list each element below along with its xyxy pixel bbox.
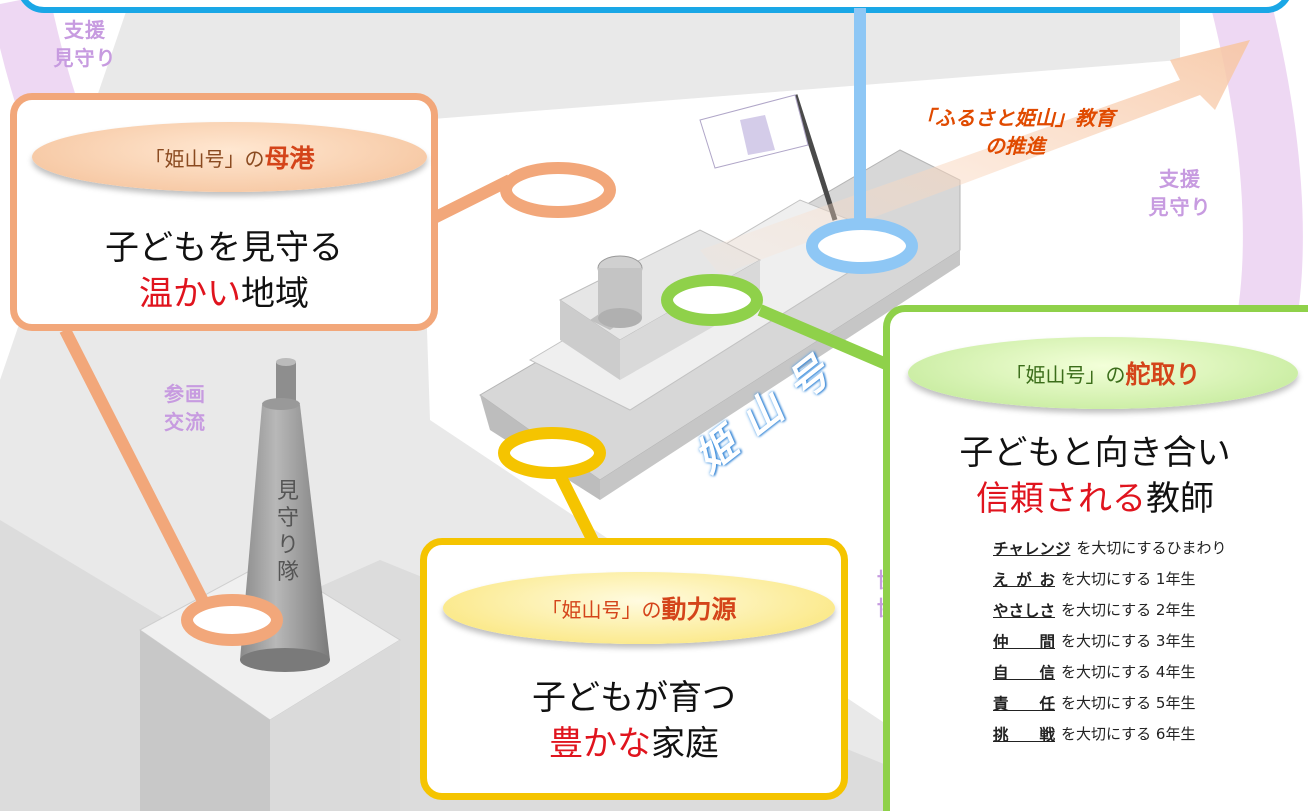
community-main-text: 子どもを見守る 温かい地域 — [105, 228, 343, 314]
teachers-main-text: 子どもと向き合い 信頼される教師 — [959, 433, 1231, 519]
motto-row: 仲間を大切にする 3年生 — [993, 632, 1196, 651]
arrow-label: 「ふるさと姫山」教育 の推進 — [915, 106, 1115, 158]
motto-row: 自信を大切にする 4年生 — [993, 663, 1196, 682]
tower-label: 見守り隊 — [276, 479, 299, 585]
side-label-support-right: 支援見守り — [1148, 167, 1212, 219]
community-box: 「姫山号」の母港 子どもを見守る 温かい地域 — [10, 93, 438, 331]
motto-row: チャレンジを大切にするひまわり — [993, 539, 1227, 558]
side-label-support-top-left: 支援見守り — [53, 18, 117, 70]
side-label-participation: 参画交流 — [164, 382, 206, 434]
family-oval-title: 「姫山号」の動力源 — [443, 572, 835, 644]
motto-row: 責任を大切にする 5年生 — [993, 694, 1196, 713]
motto-row: 挑戦を大切にする 6年生 — [993, 725, 1196, 744]
community-oval-title: 「姫山号」の母港 — [32, 122, 427, 192]
motto-row: えがおを大切にする 1年生 — [993, 570, 1196, 589]
teachers-oval-title: 「姫山号」の舵取り — [908, 337, 1298, 409]
family-main-text: 子どもが育つ 豊かな家庭 — [532, 678, 736, 764]
motto-row: やさしさを大切にする 2年生 — [993, 601, 1196, 620]
family-box: 「姫山号」の動力源 子どもが育つ 豊かな家庭 — [420, 538, 848, 800]
grade-motto-list: チャレンジを大切にするひまわり えがおを大切にする 1年生 やさしさを大切にする… — [993, 532, 1293, 749]
teachers-box: 「姫山号」の舵取り 子どもと向き合い 信頼される教師 — [883, 305, 1308, 811]
